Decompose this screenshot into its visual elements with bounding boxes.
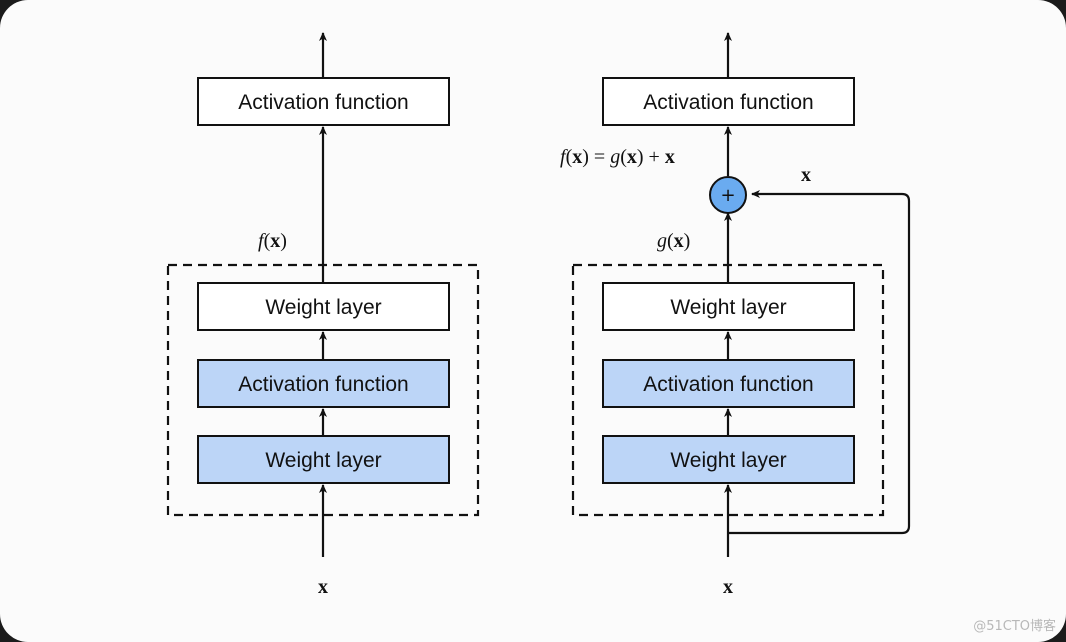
right-weight-layer-upper-box bbox=[602, 282, 855, 331]
left-weight-layer-upper-label: Weight layer bbox=[265, 296, 381, 319]
watermark-text: @51CTO博客 bbox=[973, 619, 1056, 634]
right-weight-layer-lower-box bbox=[602, 435, 855, 484]
skip-x-label: x bbox=[801, 164, 811, 186]
addition-node bbox=[709, 176, 747, 214]
left-regular-block: Activation function Weight layer Activat… bbox=[166, 32, 480, 598]
residual-equation-label: f(x) = g(x) + x bbox=[560, 146, 675, 168]
left-activation-inner-label: Activation function bbox=[238, 373, 408, 396]
left-top-activation-box bbox=[197, 77, 450, 126]
right-weight-layer-upper-label: Weight layer bbox=[670, 296, 786, 319]
right-gx-label: g(x) bbox=[657, 230, 690, 252]
skip-connection-arrow bbox=[728, 190, 911, 535]
left-fx-label: f(x) bbox=[258, 230, 287, 252]
left-weight-layer-lower-box bbox=[197, 435, 450, 484]
right-activation-inner-label: Activation function bbox=[643, 373, 813, 396]
right-weight-layer-lower-label: Weight layer bbox=[670, 449, 786, 472]
addition-symbol: + bbox=[720, 185, 735, 206]
right-activation-inner-box bbox=[602, 359, 855, 408]
right-top-activation-box bbox=[602, 77, 855, 126]
right-input-x-label: x bbox=[723, 576, 733, 598]
left-weight-layer-upper-box bbox=[197, 282, 450, 331]
right-residual-block: Activation function Weight layer Activat… bbox=[560, 32, 911, 598]
left-input-x-label: x bbox=[318, 576, 328, 598]
left-top-activation-label: Activation function bbox=[238, 91, 408, 114]
right-top-activation-label: Activation function bbox=[643, 91, 813, 114]
left-weight-layer-lower-label: Weight layer bbox=[265, 449, 381, 472]
